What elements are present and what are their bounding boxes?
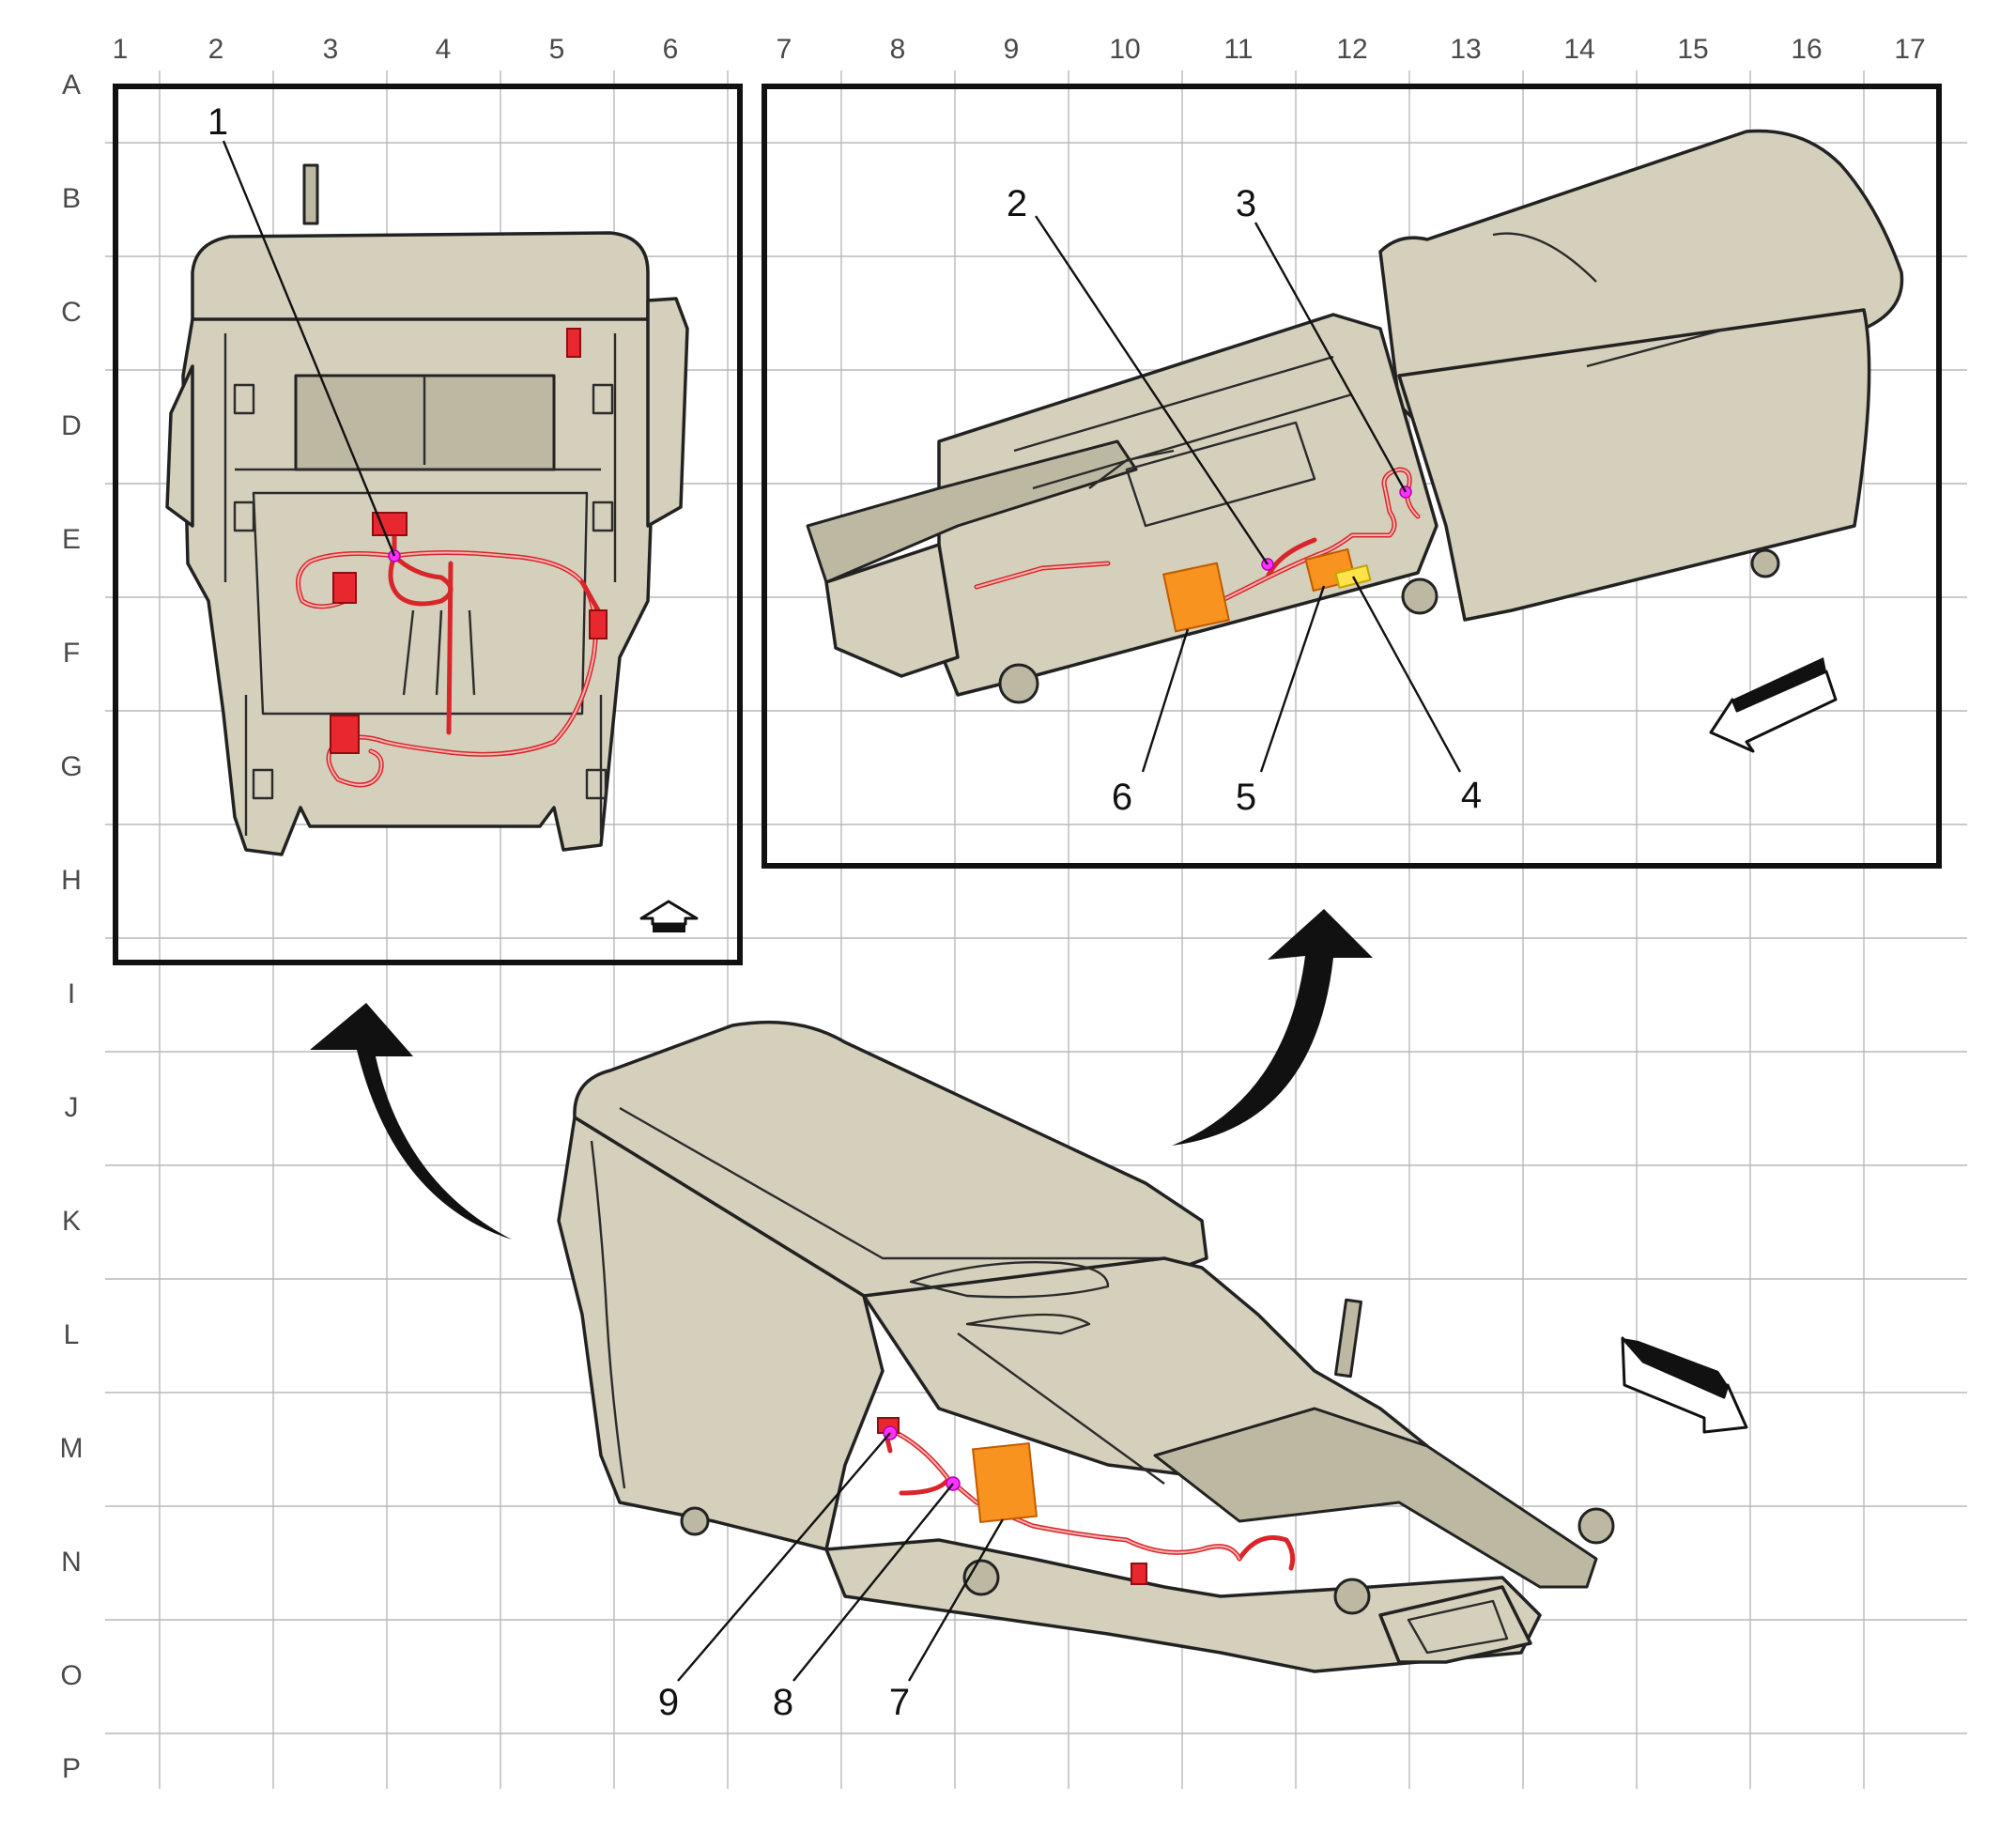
row-label: N	[61, 1547, 82, 1578]
overview-module-7	[971, 1441, 1038, 1524]
callout-5: 5	[1236, 777, 1256, 818]
row-label: E	[62, 524, 81, 555]
row-label: D	[61, 410, 82, 441]
forward-arrow-icon	[1621, 1336, 1748, 1434]
curved-arrow-icon	[310, 1003, 512, 1240]
column-label: 7	[777, 34, 792, 65]
column-label: 1	[113, 34, 129, 65]
callout-7: 7	[889, 1682, 910, 1723]
leader-5	[1259, 585, 1326, 773]
leader-7	[907, 1518, 1005, 1682]
overview-shifter	[1334, 1298, 1362, 1378]
row-label: L	[64, 1319, 80, 1350]
row-label: J	[65, 1092, 79, 1123]
grommet-2	[1401, 578, 1438, 615]
column-label: 8	[890, 34, 906, 65]
overview-grommet-4	[680, 1506, 710, 1536]
detail-frame-right-border	[762, 84, 1942, 869]
column-label: 17	[1894, 34, 1925, 65]
column-label: 3	[323, 34, 339, 65]
module-6	[1162, 562, 1230, 633]
column-label: 9	[1004, 34, 1020, 65]
row-label: F	[63, 638, 80, 669]
row-label: P	[62, 1753, 81, 1784]
connector-top-right	[566, 328, 581, 358]
row-label: B	[62, 183, 81, 214]
grommet-1	[998, 663, 1039, 704]
column-label: 11	[1223, 34, 1253, 65]
overview-front-duct	[1378, 1585, 1532, 1664]
console-side-drawing	[806, 129, 1904, 704]
detail-view-underside: 1	[113, 84, 743, 965]
leader-1	[222, 140, 396, 557]
row-labels: A B C D E F G H I J K L M N O P	[60, 69, 84, 1784]
callout-9: 9	[658, 1682, 679, 1723]
overview-grommet-3	[1577, 1507, 1615, 1545]
column-label: 10	[1109, 34, 1140, 65]
console-lid-top	[191, 231, 650, 342]
connector-left	[332, 572, 357, 604]
column-label: 2	[208, 34, 224, 65]
console-overview: 9 8 7	[557, 1020, 1615, 1723]
curved-arrow-icon	[1172, 909, 1373, 1146]
column-label: 5	[549, 34, 565, 65]
leader-8	[792, 1483, 954, 1682]
front-nose	[824, 543, 960, 678]
connector-right	[589, 609, 608, 639]
leader-9	[677, 1432, 891, 1682]
overview-armrest	[573, 1020, 1208, 1298]
wiring-harness-left	[296, 328, 608, 788]
row-label: K	[62, 1206, 81, 1237]
row-label: A	[62, 69, 81, 100]
column-label: 14	[1563, 34, 1594, 65]
shifter-stub	[302, 163, 319, 225]
callout-3: 3	[1236, 183, 1256, 224]
callout-8: 8	[773, 1682, 793, 1723]
leader-3	[1254, 222, 1408, 493]
column-label: 13	[1450, 34, 1481, 65]
console-side-left	[165, 364, 194, 528]
overview-connector-2	[1131, 1563, 1147, 1585]
callout-6: 6	[1112, 777, 1132, 818]
column-label: 4	[436, 34, 452, 65]
row-label: I	[68, 978, 75, 1009]
grommet-3	[1750, 548, 1780, 578]
overview-rear-body	[557, 1116, 885, 1551]
row-label: C	[61, 297, 82, 328]
console-underside-drawing	[165, 163, 689, 856]
overview-rail	[1153, 1407, 1598, 1589]
rear-body	[1397, 308, 1871, 622]
row-label: H	[61, 865, 82, 896]
overview-lower-frame	[824, 1538, 1542, 1673]
leader-4	[1351, 576, 1462, 773]
detail-view-side: 2 3 4 5 6	[762, 84, 1942, 869]
callout-1: 1	[208, 101, 228, 143]
forward-arrow-icon	[639, 900, 699, 932]
row-label: O	[60, 1660, 82, 1691]
column-label: 6	[663, 34, 679, 65]
column-label: 15	[1677, 34, 1708, 65]
row-label: M	[60, 1433, 84, 1464]
column-label: 12	[1336, 34, 1367, 65]
front-tray	[937, 313, 1438, 697]
row-label: G	[60, 751, 82, 782]
leader-2	[1035, 215, 1269, 565]
callout-2: 2	[1007, 183, 1027, 224]
detail-frame-left-border	[113, 84, 743, 965]
overview-grommet-2	[1333, 1578, 1371, 1615]
console-side-right	[646, 297, 689, 528]
callout-4: 4	[1461, 775, 1482, 816]
forward-arrow-icon	[1709, 657, 1838, 753]
connector-lower	[330, 715, 360, 754]
leader-6	[1141, 628, 1190, 773]
column-label: 16	[1791, 34, 1822, 65]
column-labels: 1 2 3 4 5 6 7 8 9 10 11 12 13 14 15 16 1…	[113, 34, 1926, 65]
